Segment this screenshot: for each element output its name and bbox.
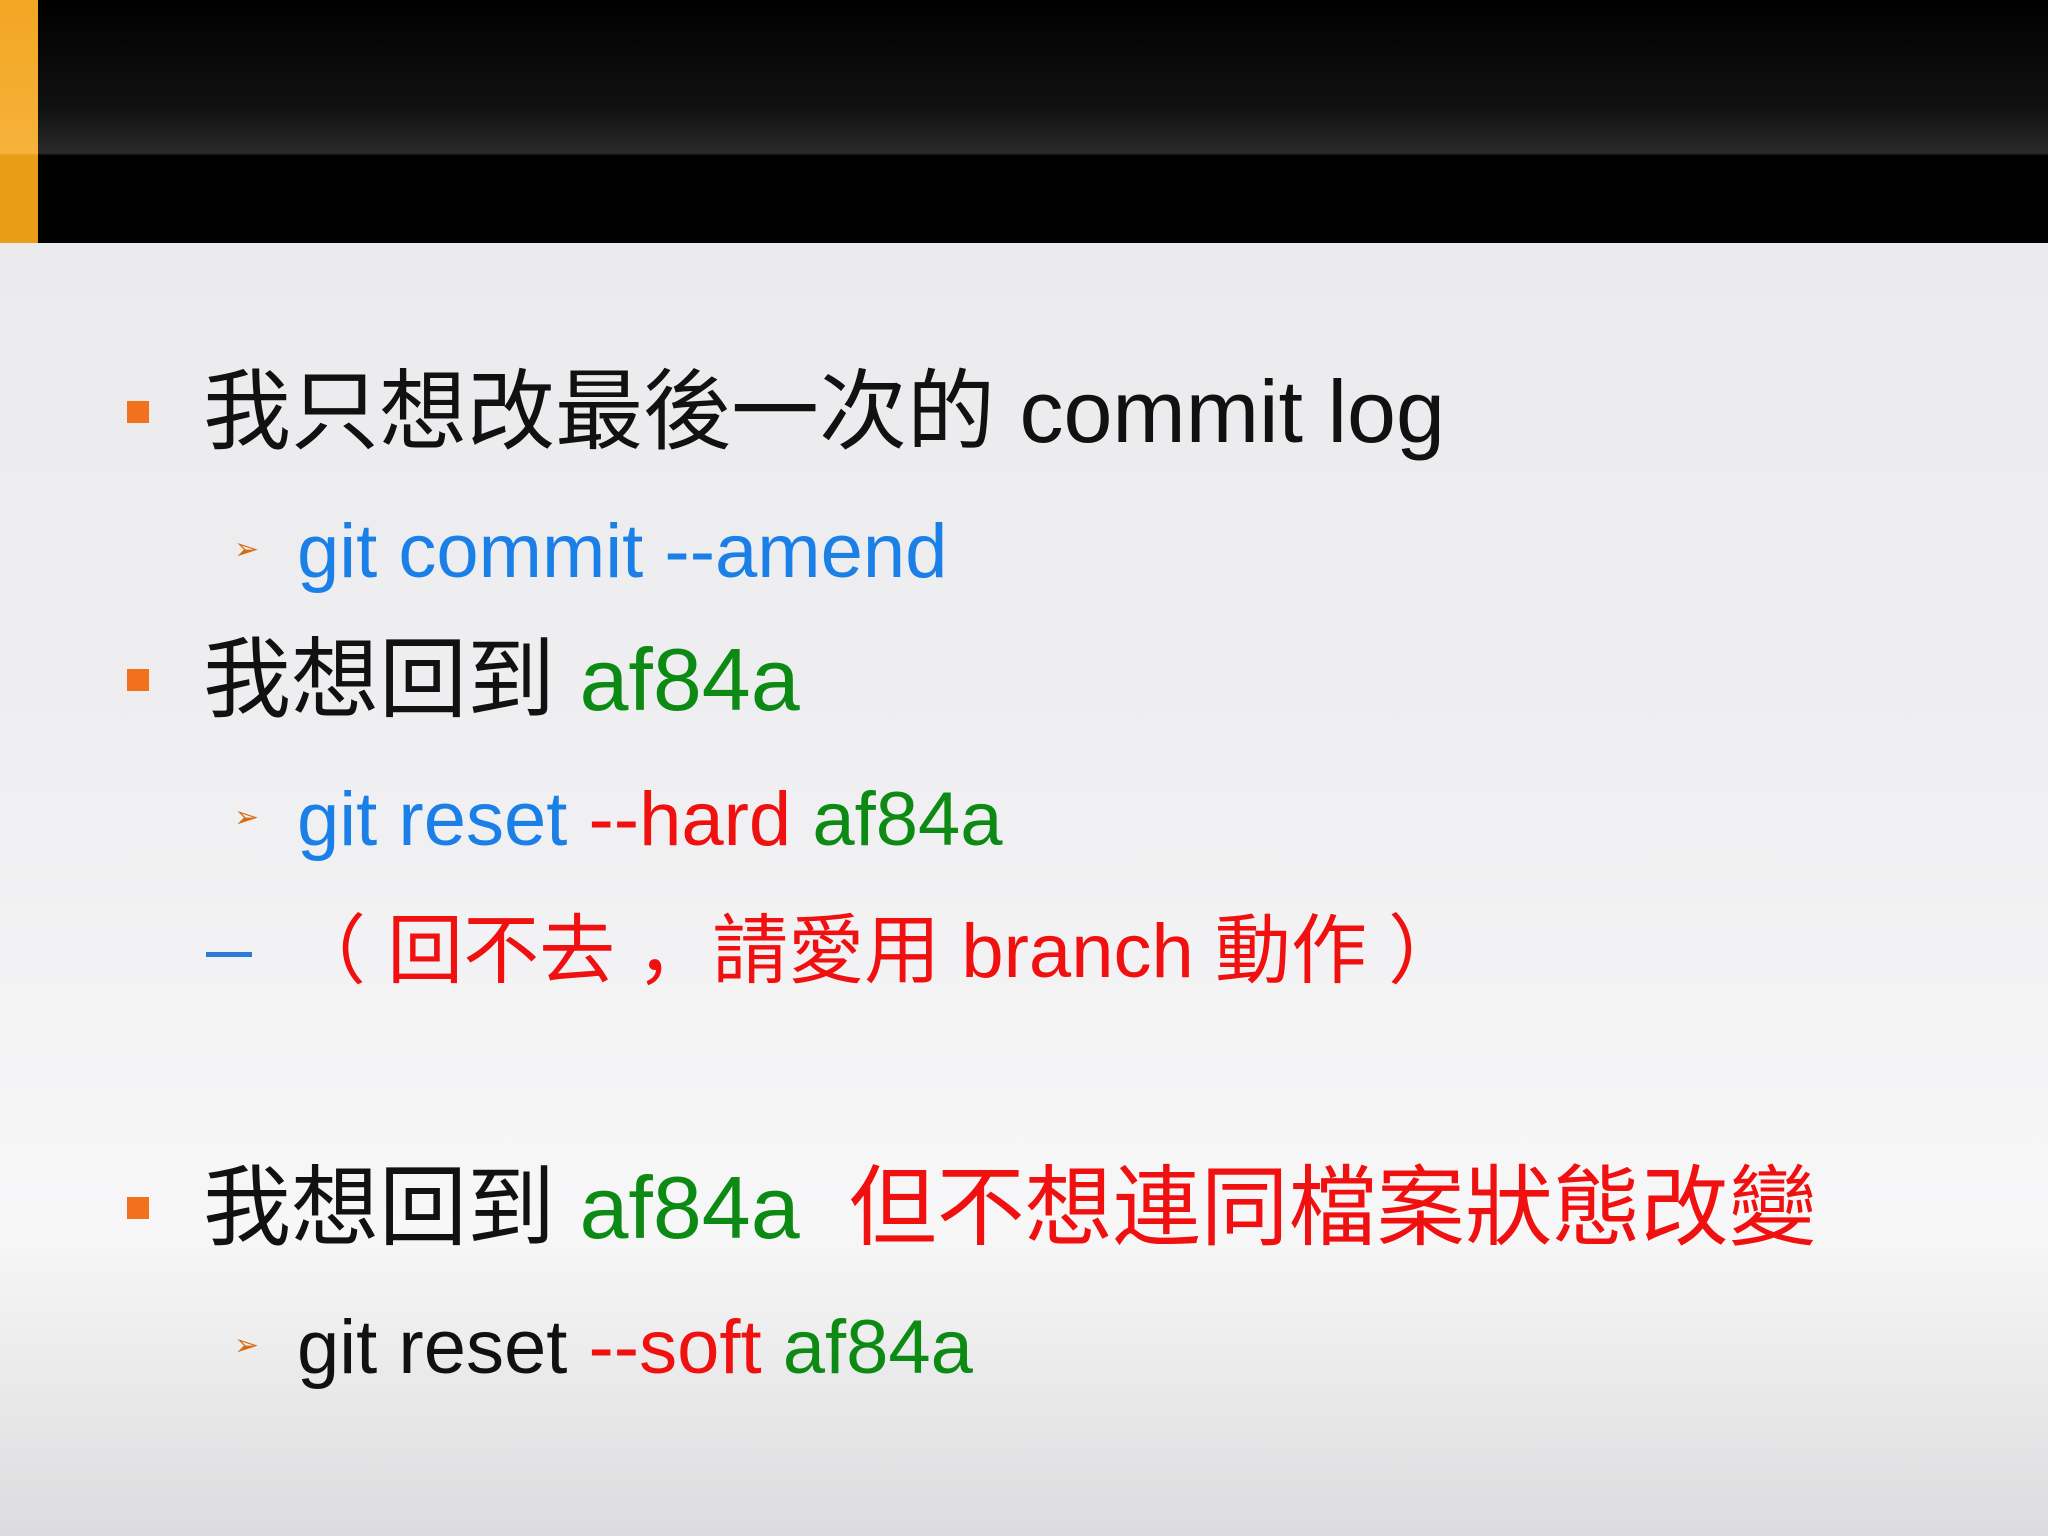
bullet-text-2: 我想回到 af84a (203, 636, 800, 724)
header-accent-stripe (0, 0, 38, 243)
sub-command-3: git reset --soft af84a (297, 1310, 973, 1386)
soft-flag: --soft (588, 1305, 783, 1390)
commit-hash: af84a (812, 777, 1003, 862)
git-reset-command: git reset (297, 1305, 589, 1390)
commit-hash: af84a (579, 630, 800, 729)
square-bullet-icon (127, 669, 149, 691)
sub-command-1: git commit --amend (297, 509, 948, 594)
arrowhead-bullet-icon: ➢ (234, 533, 260, 566)
square-bullet-icon (127, 1197, 149, 1219)
commit-hash: af84a (579, 1158, 800, 1257)
arrowhead-bullet-icon: ➢ (234, 801, 260, 834)
git-reset-command: git reset (297, 777, 589, 862)
bullet-text-1: 我只想改最後一次的 commit log (203, 362, 1445, 461)
hard-flag: --hard (588, 777, 813, 862)
slide-header-bar (0, 0, 2048, 243)
bullet-text-3: 我想回到 af84a 但不想連同檔案狀態改變 (203, 1164, 1817, 1252)
sub-command-2: git reset --hard af84a (297, 782, 1003, 858)
bullet-text-2-label: 我想回到 (203, 630, 580, 729)
warning-note: （ 回不去 ，請愛用 branch 動作 ） (290, 909, 1464, 994)
dash-bullet-icon (206, 952, 252, 957)
arrowhead-bullet-icon: ➢ (234, 1329, 260, 1362)
square-bullet-icon (127, 401, 149, 423)
commit-hash: af84a (782, 1305, 973, 1390)
bullet-text-3-label: 我想回到 (203, 1158, 580, 1257)
warning-text: 但不想連同檔案狀態改變 (799, 1158, 1817, 1257)
